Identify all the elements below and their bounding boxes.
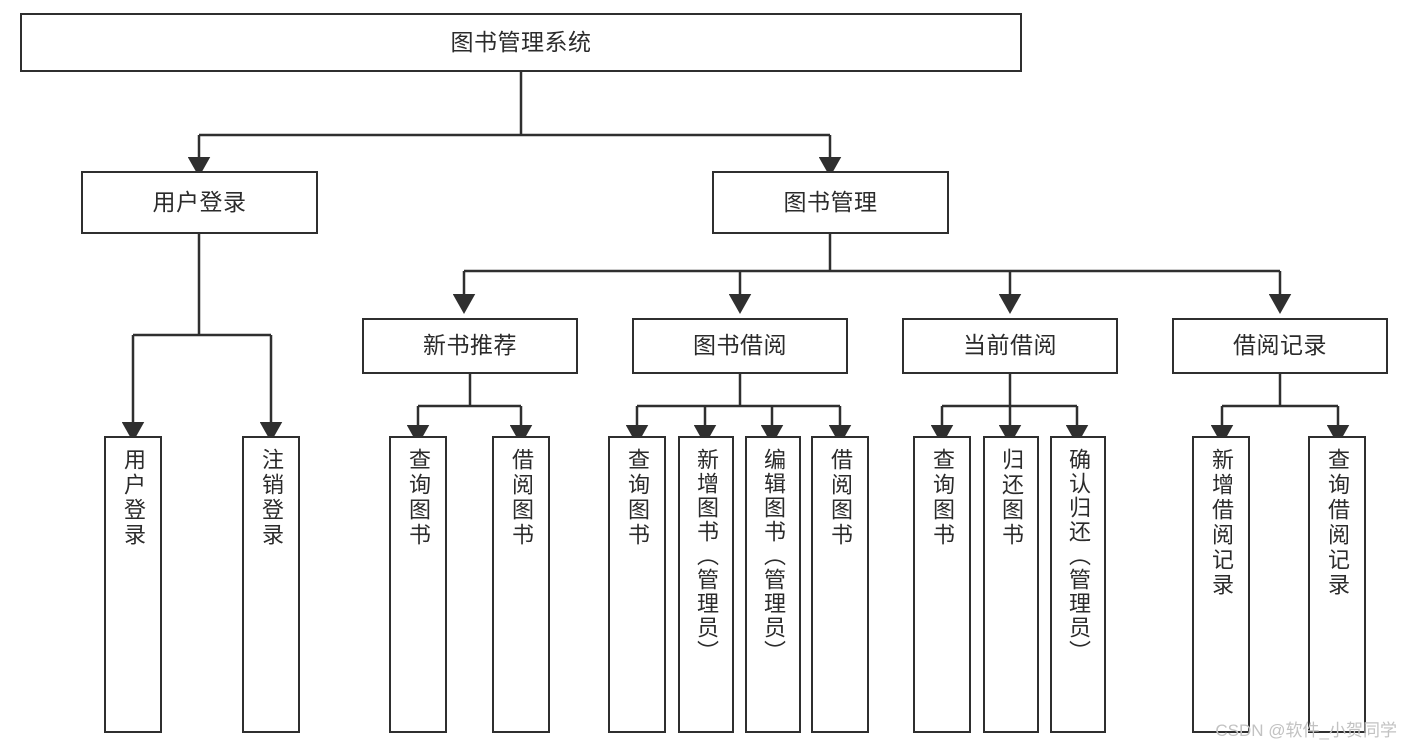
leaf-book-borrow-edit-book-admin[interactable]: 编辑图书（管理员） xyxy=(745,436,801,733)
node-label: 图书借阅 xyxy=(693,332,787,359)
node-label: 查询借阅记录 xyxy=(1325,448,1350,598)
node-label: 借阅图书 xyxy=(509,448,534,548)
leaf-user-login-login[interactable]: 用户登录 xyxy=(104,436,162,733)
leaf-new-book-borrow-book[interactable]: 借阅图书 xyxy=(492,436,550,733)
leaf-user-login-logout[interactable]: 注销登录 xyxy=(242,436,300,733)
node-label: 借阅图书 xyxy=(828,448,853,548)
node-book-management[interactable]: 图书管理 xyxy=(712,171,949,234)
csdn-watermark: CSDN @软件_小贺同学 xyxy=(1215,721,1397,740)
node-label: 确认归还（管理员） xyxy=(1066,448,1091,664)
leaf-borrow-record-query-record[interactable]: 查询借阅记录 xyxy=(1308,436,1366,733)
leaf-borrow-record-add-record[interactable]: 新增借阅记录 xyxy=(1192,436,1250,733)
node-label: 新书推荐 xyxy=(423,332,517,359)
node-user-login[interactable]: 用户登录 xyxy=(81,171,318,234)
node-label: 编辑图书（管理员） xyxy=(761,448,786,664)
node-label: 用户登录 xyxy=(121,448,146,548)
node-label: 查询图书 xyxy=(406,448,431,548)
node-label: 图书管理系统 xyxy=(450,28,592,55)
node-label: 用户登录 xyxy=(152,188,247,215)
node-book-borrow[interactable]: 图书借阅 xyxy=(632,318,848,374)
leaf-book-borrow-borrow-book[interactable]: 借阅图书 xyxy=(811,436,869,733)
leaf-current-borrow-query-book[interactable]: 查询图书 xyxy=(913,436,971,733)
node-borrow-record[interactable]: 借阅记录 xyxy=(1172,318,1388,374)
leaf-new-book-query-book[interactable]: 查询图书 xyxy=(389,436,447,733)
leaf-book-borrow-add-book-admin[interactable]: 新增图书（管理员） xyxy=(678,436,734,733)
node-label: 注销登录 xyxy=(259,448,284,548)
leaf-current-borrow-confirm-return-admin[interactable]: 确认归还（管理员） xyxy=(1050,436,1106,733)
leaf-current-borrow-return-book[interactable]: 归还图书 xyxy=(983,436,1039,733)
node-label: 图书管理 xyxy=(783,188,878,215)
leaf-book-borrow-query-book[interactable]: 查询图书 xyxy=(608,436,666,733)
node-label: 归还图书 xyxy=(999,448,1024,548)
node-root-book-management-system[interactable]: 图书管理系统 xyxy=(20,13,1022,72)
node-label: 当前借阅 xyxy=(963,332,1057,359)
node-label: 查询图书 xyxy=(930,448,955,548)
node-current-borrow[interactable]: 当前借阅 xyxy=(902,318,1118,374)
node-label: 新增借阅记录 xyxy=(1209,448,1234,598)
node-label: 查询图书 xyxy=(625,448,650,548)
node-label: 借阅记录 xyxy=(1233,332,1327,359)
node-new-book-recommend[interactable]: 新书推荐 xyxy=(362,318,578,374)
node-label: 新增图书（管理员） xyxy=(694,448,719,664)
